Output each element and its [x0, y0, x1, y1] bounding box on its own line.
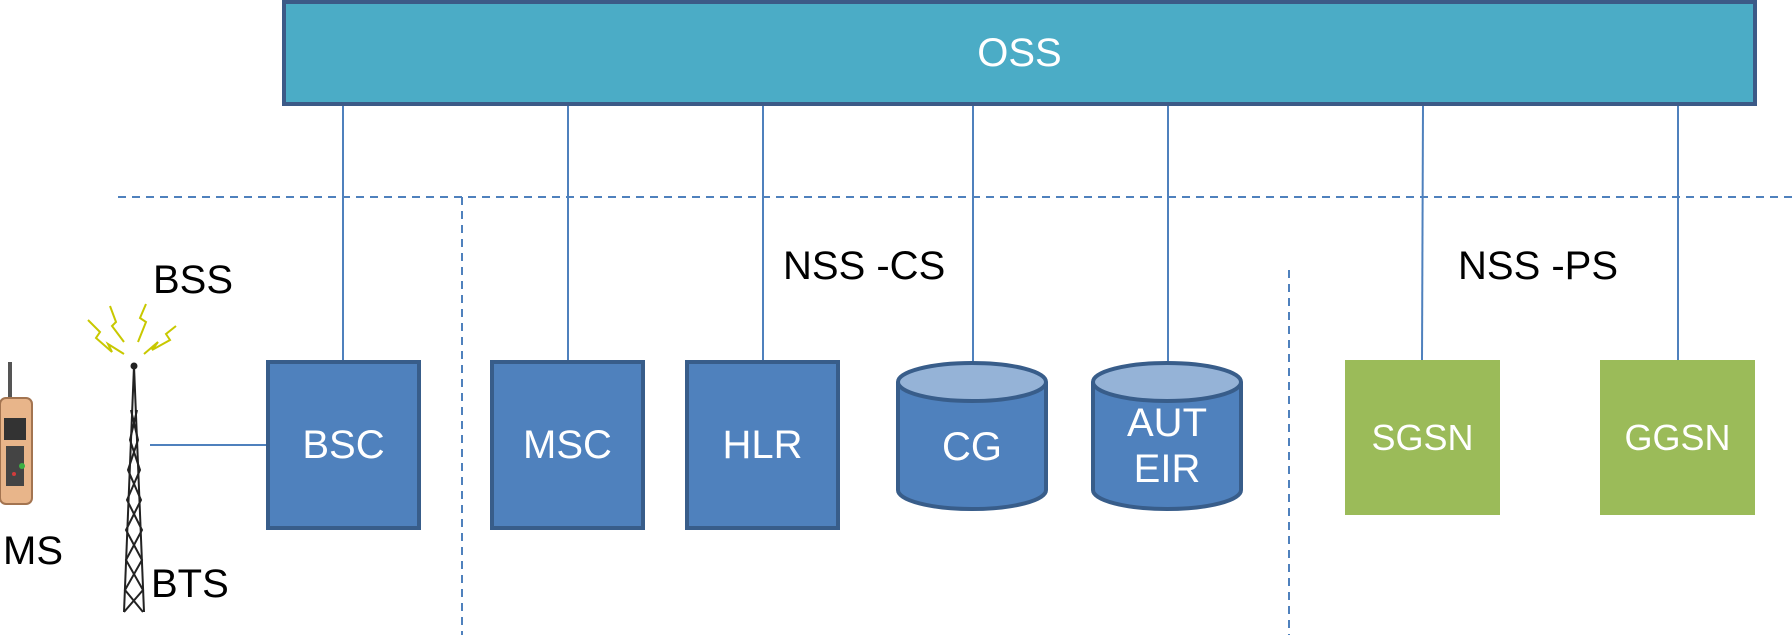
- eir-label-line: EIR: [1133, 447, 1201, 491]
- ggsn-label: GGSN: [1624, 416, 1731, 458]
- msc-node: MSC: [490, 360, 645, 530]
- bsc-label: BSC: [302, 423, 385, 467]
- ms-label: MS: [3, 529, 63, 573]
- radio-tower-icon: [123, 362, 145, 613]
- bts-label: BTS: [151, 562, 229, 606]
- sgsn-label: SGSN: [1371, 416, 1474, 458]
- oss-sgsn-connector: [1421, 105, 1424, 361]
- bss-segment-label: BSS: [153, 258, 234, 302]
- sgsn-node: SGSN: [1345, 360, 1500, 515]
- cg-cylinder-shape: [896, 361, 1048, 511]
- mobile-phone-icon: [0, 362, 33, 505]
- nss-cs-segment-label: NSS -CS: [783, 244, 946, 288]
- nss-ps-segment-label: NSS -PS: [1458, 244, 1619, 288]
- hlr-label: HLR: [722, 423, 803, 467]
- msc-label: MSC: [523, 423, 612, 467]
- bsc-node: BSC: [266, 360, 421, 530]
- ggsn-node: GGSN: [1600, 360, 1755, 515]
- signal-waves-icon: [87, 303, 177, 355]
- hlr-node: HLR: [685, 360, 840, 530]
- oss-bar: OSS: [282, 0, 1757, 106]
- aut-eir-cylinder-shape: [1091, 361, 1243, 511]
- oss-label: OSS: [977, 31, 1062, 75]
- aut-eir-label: AUT EIR: [1093, 400, 1241, 492]
- cg-label: CG: [942, 425, 1002, 469]
- aut-label-line: AUT: [1127, 401, 1207, 445]
